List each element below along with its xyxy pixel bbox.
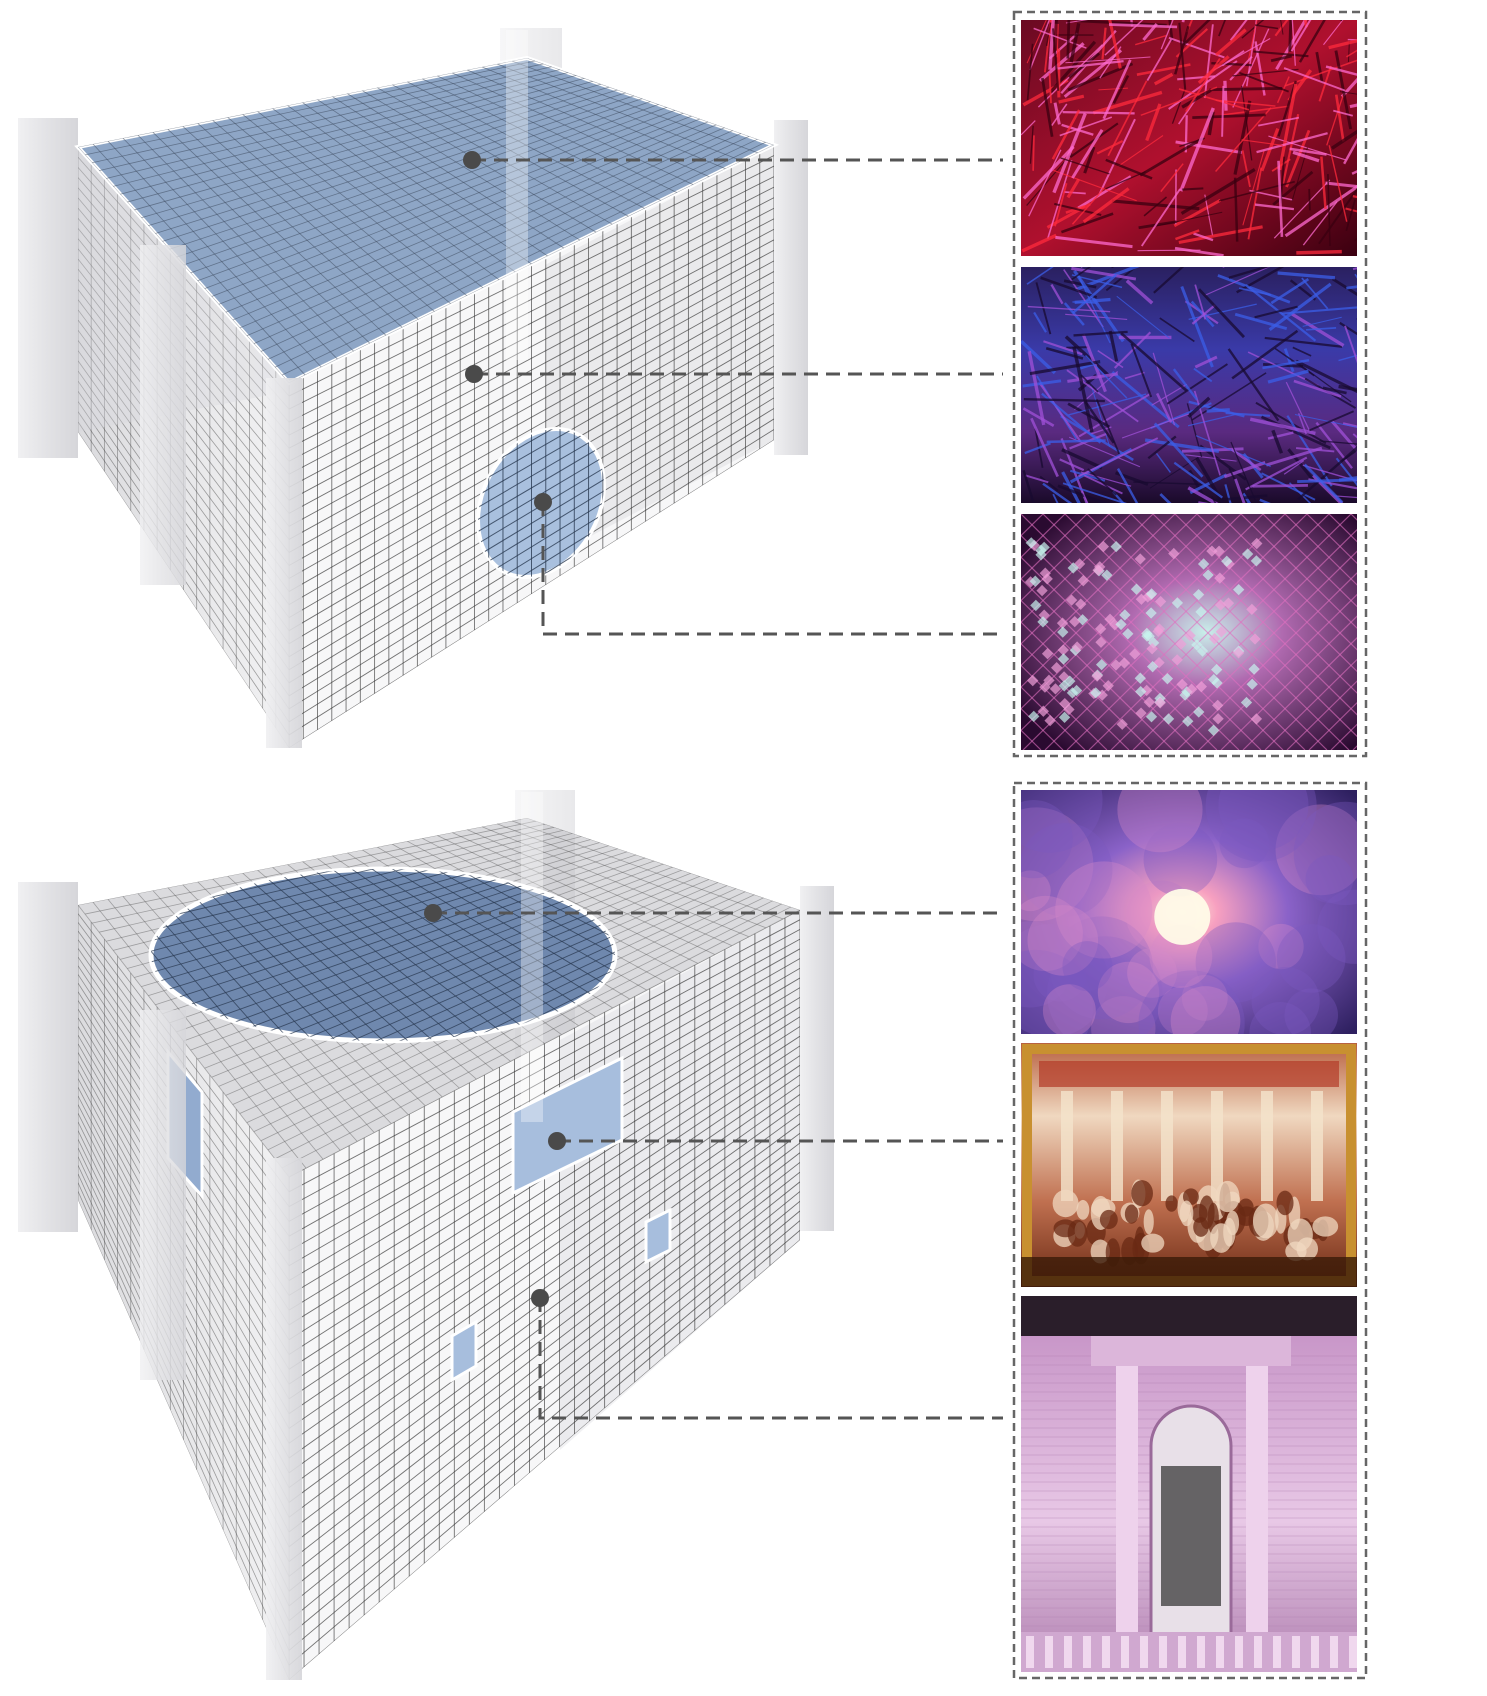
red-fiber-texture <box>1021 20 1357 256</box>
leader-lines <box>433 158 1003 1420</box>
column <box>18 118 78 458</box>
dot <box>465 365 483 383</box>
leader-oval-window <box>541 502 1003 636</box>
blue-purple-shard-texture <box>1021 267 1357 503</box>
column <box>266 1158 302 1680</box>
classical-painting-texture <box>1021 1043 1357 1287</box>
dot <box>531 1289 549 1307</box>
dot <box>424 904 442 922</box>
column <box>140 1010 186 1380</box>
column <box>774 120 808 455</box>
pink-facade-texture <box>1021 1296 1357 1672</box>
texture-swatches <box>1021 20 1357 1672</box>
column <box>18 882 78 1232</box>
rectangular-wall-window <box>511 1055 624 1196</box>
dot <box>534 493 552 511</box>
dot <box>463 151 481 169</box>
column <box>140 245 186 585</box>
upper-swatch-frame <box>1012 10 1368 758</box>
dot <box>548 1132 566 1150</box>
lower-swatch-frame <box>1012 781 1368 1680</box>
leader-front-wall <box>538 1298 1003 1420</box>
column <box>266 378 302 748</box>
pixel-crystal-texture <box>1021 514 1357 750</box>
wall-panel-grid <box>289 145 774 748</box>
small-wall-window <box>450 1319 478 1383</box>
small-wall-window <box>644 1207 672 1265</box>
leader-dots <box>424 151 566 1307</box>
lower-room-diagram <box>18 790 834 1680</box>
column <box>800 886 834 1231</box>
upper-room-diagram <box>18 28 808 748</box>
cloud-sky-texture <box>1021 790 1357 1034</box>
